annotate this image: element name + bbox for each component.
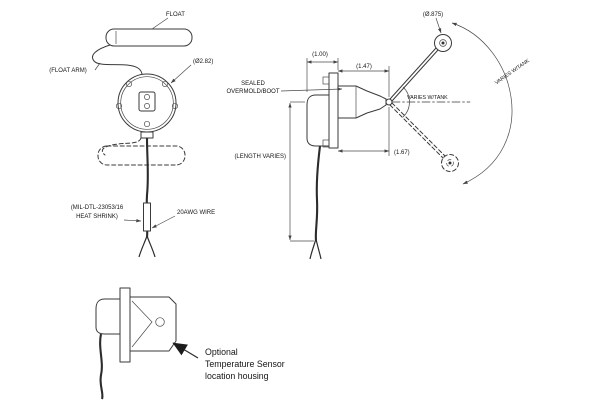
- swing-varies-label: VARIES W/TANK: [494, 58, 531, 87]
- float-end-diameter-label: (Ø.875): [423, 12, 443, 18]
- flange-tab: [322, 76, 330, 85]
- heat-shrink-leader-line: [123, 219, 142, 223]
- arm-up-line: [389, 47, 437, 100]
- float-pivot-end-center: [441, 41, 445, 45]
- flange-diameter-leader-line: [170, 64, 192, 84]
- wire-strand: [146, 235, 156, 258]
- bolt-hole: [161, 80, 169, 88]
- bolt-hole: [143, 120, 151, 128]
- temp-sensor-note-line1: Optional: [205, 347, 238, 357]
- float-arm-curve: [92, 44, 143, 75]
- wire-gauge-label: 20AWG WIRE: [177, 210, 215, 216]
- sealed-label-line2: OVERMOLD/BOOT: [226, 89, 279, 95]
- float-arm-alternate-curve: [101, 137, 142, 156]
- dim-offset-label: (1.67): [394, 150, 410, 156]
- wire-strand: [315, 238, 322, 260]
- heat-shrink-tube: [143, 202, 151, 232]
- arm-down-line: [391, 102, 446, 157]
- sensor-housing-outline: [129, 296, 177, 352]
- flange-plate: [328, 72, 339, 149]
- terminal-screw: [144, 94, 150, 100]
- sender-wire-bottom: [99, 333, 104, 400]
- float-leader-line: [151, 17, 169, 30]
- bolt-hole: [171, 102, 179, 110]
- float-arm-leader-line: [94, 62, 101, 71]
- float-pivot-end: [434, 34, 452, 52]
- float-alternate-outline: [97, 145, 186, 166]
- float-pivot-end-inner: [439, 39, 447, 47]
- temp-sensor-note-line3: location housing: [205, 371, 269, 381]
- swing-arc: [451, 22, 513, 185]
- temp-sensor-view: Optional Temperature Sensor location hou…: [95, 287, 285, 400]
- sealed-leader-line: [280, 87, 343, 92]
- float-outline: [105, 28, 193, 47]
- housing-wedge-line: [131, 300, 153, 348]
- front-view: FLOAT (FLOAT ARM) (Ø2.82) (MIL-DTL-23053…: [49, 12, 215, 258]
- heat-shrink-label-line1: (MIL-DTL-23053/16: [71, 205, 124, 211]
- pivot-housing-outline: [337, 85, 387, 119]
- sender-wire-side: [314, 145, 322, 242]
- flange-diameter-label: (Ø2.82): [193, 59, 213, 65]
- terminal-block: [138, 91, 156, 112]
- temp-sensor-note-line2: Temperature Sensor: [205, 359, 285, 369]
- float-pivot-end-alternate-center: [448, 161, 452, 165]
- sealed-label-line1: SEALED: [241, 81, 265, 87]
- wire-exit-tab: [140, 131, 154, 139]
- sealed-boot-outline: [306, 94, 330, 147]
- dim-pivot-label: (1.47): [356, 64, 372, 70]
- bolt-hole: [115, 102, 123, 110]
- heat-shrink-label-line2: HEAT SHRINK): [76, 214, 118, 220]
- float-end-diameter-leader-line: [435, 17, 442, 34]
- flange-plate-bottom: [119, 287, 131, 363]
- wire-boot-outline: [95, 298, 121, 335]
- wire-strand: [309, 238, 317, 260]
- length-varies-label: (LENGTH VARIES): [234, 154, 286, 160]
- flange-tab: [322, 139, 330, 148]
- bolt-hole: [125, 80, 133, 88]
- terminal-screw: [144, 103, 150, 109]
- dim-boot-label: (1.00): [312, 52, 328, 58]
- arm-up-line: [391, 49, 439, 102]
- arm-down-line: [389, 104, 444, 159]
- housing-hole: [155, 317, 165, 327]
- wire-leader-line: [151, 215, 176, 229]
- pivot-point: [385, 98, 393, 106]
- angle-arc: [402, 86, 410, 118]
- wire-strand: [138, 235, 148, 258]
- float-arm-label: (FLOAT ARM): [49, 68, 86, 74]
- float-label: FLOAT: [166, 12, 185, 18]
- note-arrow: [172, 342, 199, 359]
- flange-inner-circle: [120, 76, 174, 130]
- angle-varies-label: VARIES W/TANK: [407, 95, 448, 101]
- side-view: (Ø.875) VARIES W/TANK VARIES W/TANK SEAL…: [226, 12, 531, 260]
